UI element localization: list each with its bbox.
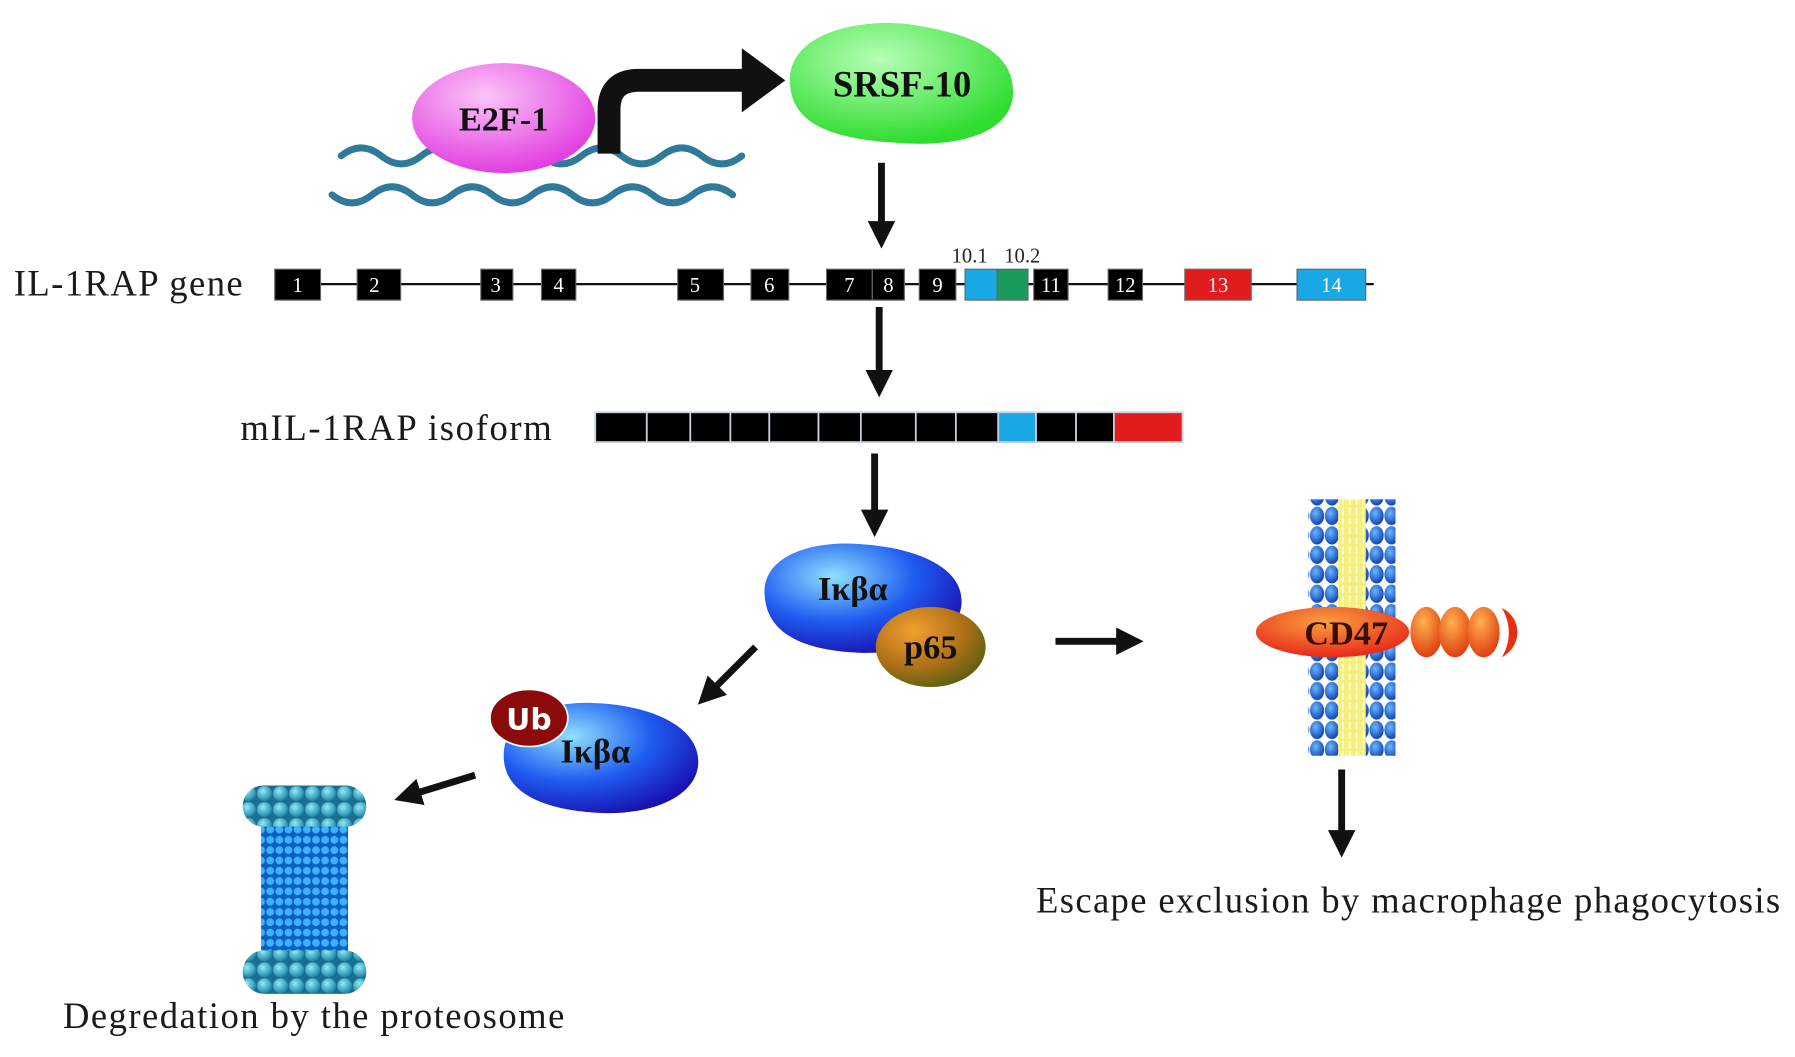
proteasome-icon xyxy=(242,785,367,994)
ikba-p65-complex: Iκβα p65 xyxy=(764,543,986,688)
ikba-label: Iκβα xyxy=(818,570,888,608)
isoform-segment xyxy=(860,411,917,443)
gene-label: IL-1RAP gene xyxy=(14,263,243,304)
exon-10-1-label: 10.1 xyxy=(952,245,988,267)
exon-10-2 xyxy=(996,268,1029,301)
exon-9 xyxy=(918,268,957,301)
il1rap-gene: IL-1RAP gene 1 2 3 4 5 6 7 8 9 10.1 10.2… xyxy=(14,245,1374,304)
exon-13-label: 13 xyxy=(1208,275,1229,297)
e2f1-protein: E2F-1 xyxy=(412,63,596,174)
ikba-ub-label: Iκβα xyxy=(560,733,630,771)
dna-strand-lower xyxy=(328,183,737,207)
exon-11 xyxy=(1033,268,1069,301)
isoform-segment xyxy=(817,411,862,443)
isoform-segment-10-1 xyxy=(997,411,1037,443)
isoform-segment xyxy=(768,411,820,443)
exon-8-label: 8 xyxy=(883,275,893,297)
exon-1-label: 1 xyxy=(292,275,302,297)
escape-outcome-label: Escape exclusion by macrophage phagocyto… xyxy=(1036,880,1780,921)
mil1rap-isoform: mIL-1RAP isoform xyxy=(240,407,1184,448)
proteasome-core xyxy=(261,819,349,958)
exon-12 xyxy=(1107,268,1144,301)
cd47-domain xyxy=(1467,606,1500,658)
proteasome-bottom-cap xyxy=(242,950,367,994)
arrow-complex-to-ubiquitination xyxy=(697,644,758,705)
transcription-arrow-head xyxy=(741,48,786,113)
exon-8 xyxy=(871,268,905,301)
exon-3-label: 3 xyxy=(491,275,501,297)
ubiquitin-badge xyxy=(489,688,569,748)
exon-9-label: 9 xyxy=(932,275,942,297)
exon-6 xyxy=(750,268,790,301)
exon-13 xyxy=(1184,268,1252,301)
transcription-arrow-shaft xyxy=(597,68,747,154)
cd47-domain xyxy=(1438,606,1472,658)
cd47-blob xyxy=(1255,606,1410,658)
isoform-segment-13 xyxy=(1113,411,1184,443)
isoform-segment xyxy=(1075,411,1115,443)
cd47-domain-tip xyxy=(1501,608,1518,658)
exon-7-label: 7 xyxy=(844,275,854,297)
cd47-domain xyxy=(1410,606,1443,658)
isoform-segment xyxy=(689,411,732,443)
ubiquitinated-ikba: Iκβα Ub xyxy=(489,688,699,814)
isoform-segment xyxy=(914,411,957,443)
e2f1-label: E2F-1 xyxy=(459,101,549,139)
isoform-segment xyxy=(594,411,648,443)
exon-4 xyxy=(540,268,577,301)
exon-11-label: 11 xyxy=(1041,275,1061,297)
cd47-label: CD47 xyxy=(1304,615,1388,653)
isoform-segment xyxy=(1035,411,1077,443)
exon-10-2-label: 10.2 xyxy=(1004,245,1040,267)
isoform-segment xyxy=(955,411,1000,443)
exon-14-label: 14 xyxy=(1321,275,1342,297)
exon-2 xyxy=(356,268,402,301)
e2f1-blob xyxy=(412,63,596,174)
ubiquitin-label: Ub xyxy=(506,702,551,737)
srsf10-protein: SRSF-10 xyxy=(789,23,1014,144)
arrow-ikba-to-proteasome xyxy=(394,771,477,806)
isoform-segment xyxy=(729,411,771,443)
p65-blob xyxy=(875,606,986,688)
exon-5-label: 5 xyxy=(690,275,700,297)
p65-label: p65 xyxy=(904,628,957,666)
cd47-protein: CD47 xyxy=(1255,606,1518,658)
exon-2-label: 2 xyxy=(369,275,379,297)
exon-5 xyxy=(677,268,725,301)
isoform-segments xyxy=(594,411,1184,443)
exon-10-1 xyxy=(964,268,998,301)
exon-14 xyxy=(1296,268,1367,301)
srsf10-label: SRSF-10 xyxy=(833,63,971,104)
degradation-outcome-label: Degredation by the proteosome xyxy=(63,995,564,1036)
proteasome-top-cap xyxy=(242,785,367,827)
exon-4-label: 4 xyxy=(553,275,563,297)
srsf10-blob xyxy=(789,23,1014,144)
isoform-segment xyxy=(645,411,692,443)
exon-3 xyxy=(480,268,514,301)
isoform-label: mIL-1RAP isoform xyxy=(240,407,551,448)
exon-12-label: 12 xyxy=(1115,275,1136,297)
transcription-arrow xyxy=(597,48,786,154)
exon-1 xyxy=(274,268,322,301)
exon-6-label: 6 xyxy=(764,275,774,297)
